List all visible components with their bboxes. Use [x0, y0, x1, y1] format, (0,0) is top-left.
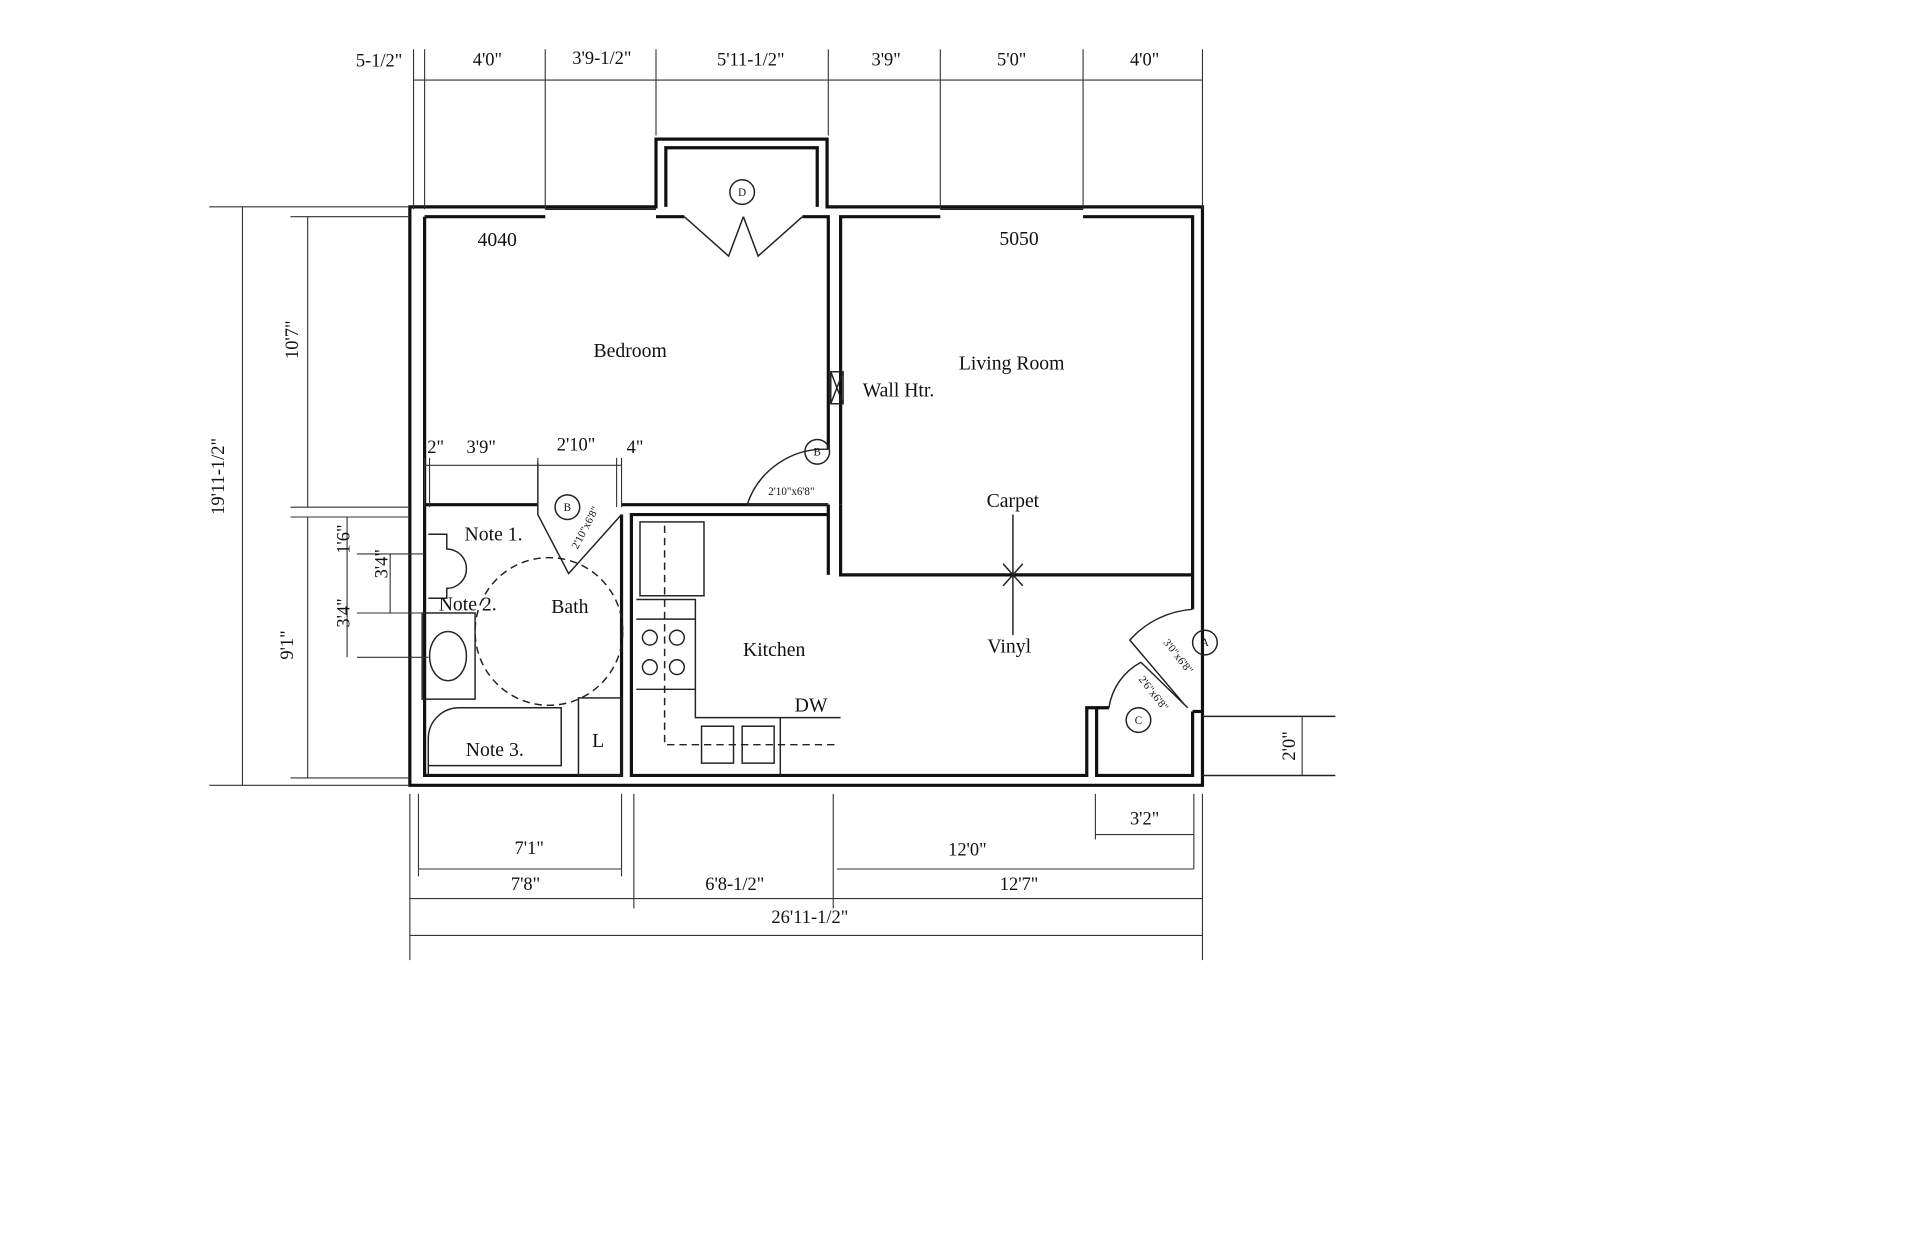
dim-left-bedroom: 10'7" — [282, 320, 302, 359]
toilet — [428, 533, 468, 599]
window-living: 5050 — [999, 228, 1039, 250]
door-tag-b: B — [814, 446, 821, 458]
door-a-entry — [1128, 608, 1193, 705]
window-bedroom: 4040 — [478, 229, 518, 251]
sink — [428, 630, 468, 682]
linen-label: L — [592, 730, 604, 752]
vanity — [421, 612, 476, 700]
dim-interior: 2'10" — [557, 435, 596, 455]
door-tag-c: C — [1135, 715, 1142, 727]
note-2: Note 2. — [439, 594, 497, 616]
door-b-bedroom — [746, 448, 829, 506]
dim-top: 3'9" — [871, 49, 900, 69]
bifold-door-d — [683, 216, 803, 258]
dim-left-a: 1'6" — [334, 524, 354, 553]
upper-cabinet-line — [663, 525, 837, 746]
dim-interior: 3'9" — [467, 437, 496, 457]
door-tag-a: A — [1201, 637, 1209, 649]
dimension-labels: 5-1/2" 4'0" 3'9-1/2" 5'11-1/2" 3'9" 5'0"… — [208, 48, 1299, 927]
dim-left-b: 3'4" — [334, 598, 354, 627]
door-tag-b-bath: B — [564, 502, 571, 514]
room-kitchen: Kitchen — [743, 639, 805, 661]
dim-top: 5'0" — [997, 49, 1026, 69]
wall-heater — [830, 371, 844, 405]
dim-top: 5'11-1/2" — [717, 49, 785, 69]
dim-interior: 4" — [627, 437, 644, 457]
dim-top: 5-1/2" — [356, 51, 402, 71]
room-bedroom: Bedroom — [594, 340, 667, 362]
dimension-lines — [209, 49, 1303, 961]
dishwasher-label: DW — [795, 694, 828, 716]
dim-top: 3'9-1/2" — [572, 48, 631, 68]
turning-circle — [474, 556, 624, 707]
vinyl-label: Vinyl — [987, 635, 1031, 657]
dim-bottom-outer: 12'7" — [1000, 874, 1039, 894]
dim-left-bath: 9'1" — [277, 630, 297, 659]
dim-interior: 2" — [427, 437, 444, 457]
bathtub — [427, 707, 562, 776]
dim-bottom-inner: 7'1" — [515, 838, 544, 858]
walls — [408, 137, 1336, 787]
dim-overall: 26'11-1/2" — [771, 907, 848, 927]
dim-bottom-outer: 6'8-1/2" — [705, 874, 764, 894]
dim-top: 4'0" — [473, 49, 502, 69]
flooring-transition — [1002, 514, 1024, 636]
dim-bottom-outer: 7'8" — [511, 874, 540, 894]
wall-heater-label: Wall Htr. — [863, 379, 935, 401]
dim-top: 4'0" — [1130, 49, 1159, 69]
dim-bottom-inner: 12'0" — [948, 839, 987, 859]
door-b-bath-size: 2'10"x6'8" — [570, 505, 602, 551]
doors — [537, 216, 1193, 709]
door-tag-d: D — [738, 187, 746, 199]
dim-left-total: 19'11-1/2" — [208, 438, 228, 515]
door-c-closet — [1108, 661, 1189, 709]
refrigerator — [639, 521, 705, 597]
dim-left-c: 3'4" — [372, 549, 392, 578]
fixtures — [421, 514, 1024, 777]
note-1: Note 1. — [465, 523, 523, 545]
room-labels: 4040 5050 Bedroom Living Room Wall Htr. … — [439, 228, 1065, 761]
counter — [636, 598, 841, 719]
door-tags: D B B A C 2'10"x6'8" 2'10"x6'8" 3'0"x6'8… — [554, 179, 1218, 734]
room-living: Living Room — [959, 352, 1065, 374]
door-a-size: 3'0"x6'8" — [1160, 637, 1195, 676]
dim-right: 2'0" — [1279, 731, 1299, 760]
room-bath: Bath — [551, 596, 588, 618]
linen-closet — [577, 697, 623, 777]
note-3: Note 3. — [466, 739, 524, 761]
door-b-size: 2'10"x6'8" — [768, 486, 814, 498]
dim-closet: 3'2" — [1130, 809, 1159, 829]
carpet-label: Carpet — [987, 490, 1040, 512]
